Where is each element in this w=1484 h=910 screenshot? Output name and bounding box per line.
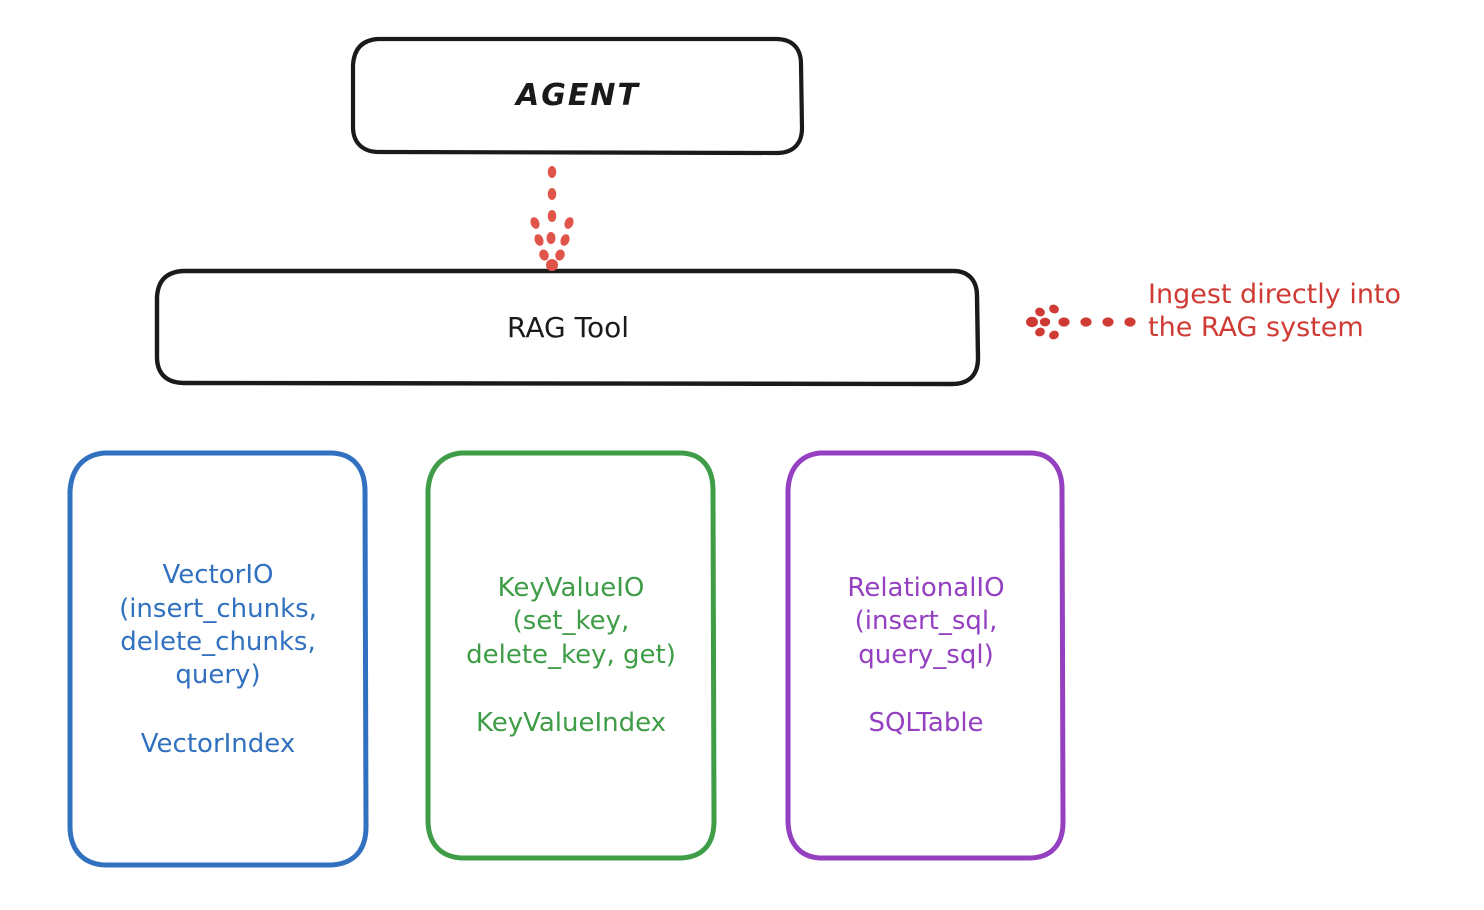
vector-io-title: VectorIO (insert_chunks, delete_chunks, … xyxy=(119,560,317,691)
ingest-to-rag-connector xyxy=(1026,304,1136,340)
relational-io-node[interactable]: RelationalIO (insert_sql, query_sql) SQL… xyxy=(788,452,1064,858)
relational-io-title: RelationalIO (insert_sql, query_sql) xyxy=(847,573,1005,670)
agent-to-rag-connector xyxy=(530,166,574,271)
sql-table-label: SQLTable xyxy=(868,707,984,738)
ingest-annotation-label: Ingest directly into the RAG system xyxy=(1148,279,1402,343)
relational-box-outline xyxy=(785,450,1066,861)
rag-tool-label: RAG Tool xyxy=(507,310,629,344)
agent-label: AGENT xyxy=(516,78,640,113)
keyvalue-box-outline xyxy=(425,450,717,861)
vector-index-label: VectorIndex xyxy=(140,728,296,759)
keyvalue-index-label: KeyValueIndex xyxy=(475,707,667,738)
vector-io-node[interactable]: VectorIO (insert_chunks, delete_chunks, … xyxy=(70,452,366,866)
agent-node[interactable]: AGENT xyxy=(353,38,803,153)
rag-tool-box-outline xyxy=(154,268,981,387)
agent-box-outline xyxy=(350,36,805,156)
rag-tool-node[interactable]: RAG Tool xyxy=(157,270,979,384)
keyvalue-io-title: KeyValueIO (set_key, delete_key, get) xyxy=(466,573,676,670)
keyvalue-io-node[interactable]: KeyValueIO (set_key, delete_key, get) Ke… xyxy=(428,452,714,858)
vector-box-outline xyxy=(67,450,369,868)
